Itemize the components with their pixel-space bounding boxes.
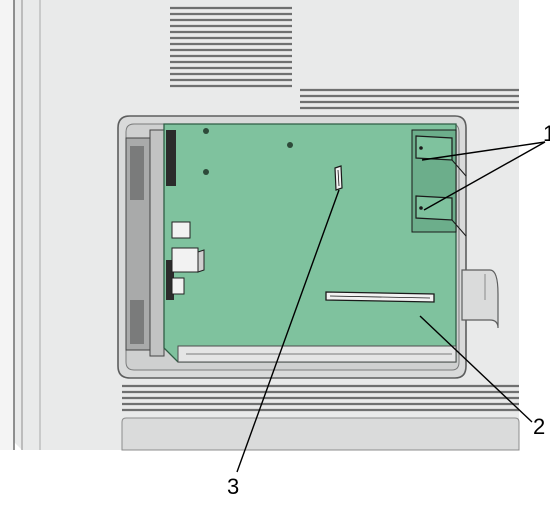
firmware-card-connectors	[411, 129, 467, 237]
callout-leaders	[236, 141, 546, 473]
memory-card-connector	[325, 291, 435, 303]
right-vent-grille	[300, 88, 519, 110]
leader-line-2	[419, 315, 533, 423]
mounting-hole	[203, 128, 209, 134]
mounting-hole	[287, 142, 293, 148]
mounting-hole	[203, 169, 209, 175]
ethernet-port	[171, 247, 205, 273]
usb-port	[171, 277, 185, 295]
leader-line-1	[423, 141, 546, 211]
board-ports	[166, 130, 205, 300]
bottom-vent-grille	[122, 384, 519, 412]
callout-label-1: 1	[543, 121, 550, 146]
leader-line-1	[421, 141, 546, 161]
left-io-bracket	[125, 129, 165, 357]
system-board	[163, 123, 457, 363]
lower-access-panel	[121, 417, 520, 451]
callout-label-3: 3	[227, 474, 239, 499]
callout-label-2: 2	[533, 414, 545, 439]
usb-port	[171, 221, 191, 239]
top-vent-grille	[170, 6, 292, 88]
flash-memory-connector	[334, 165, 343, 191]
leader-line-3	[236, 189, 340, 473]
